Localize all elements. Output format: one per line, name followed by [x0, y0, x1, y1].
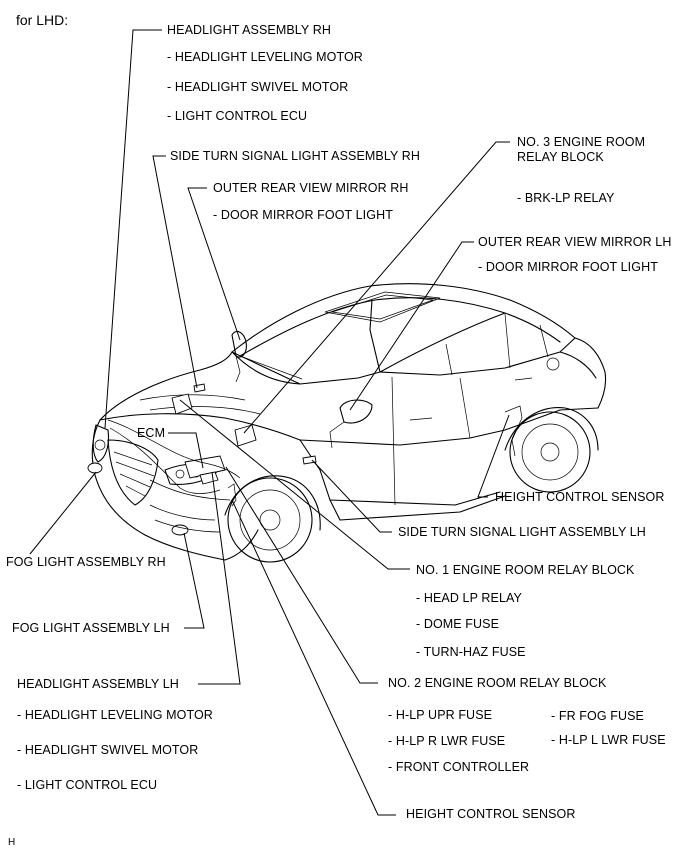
label-head-lp-relay: - HEAD LP RELAY	[416, 591, 522, 605]
label-h-lp-l-lwr-fuse: - H-LP L LWR FUSE	[551, 733, 666, 747]
label-brk-lp-relay: - BRK-LP RELAY	[517, 191, 615, 205]
label-no3-relay-block-line2: RELAY BLOCK	[517, 150, 604, 164]
label-outer-mirror-rh: OUTER REAR VIEW MIRROR RH	[213, 181, 409, 195]
label-headlight-assembly-lh: HEADLIGHT ASSEMBLY LH	[17, 677, 179, 691]
label-height-control-sensor-front: HEIGHT CONTROL SENSOR	[406, 807, 576, 821]
label-no1-relay-block: NO. 1 ENGINE ROOM RELAY BLOCK	[416, 563, 635, 577]
label-no3-relay-block-line1: NO. 3 ENGINE ROOM	[517, 135, 646, 149]
label-fog-light-rh: FOG LIGHT ASSEMBLY RH	[6, 555, 166, 569]
label-dome-fuse: - DOME FUSE	[416, 617, 500, 631]
label-mirror-rh-foot-light: - DOOR MIRROR FOOT LIGHT	[213, 208, 393, 222]
label-headlight-lh-light-control-ecu: - LIGHT CONTROL ECU	[17, 778, 158, 792]
label-mirror-lh-foot-light: - DOOR MIRROR FOOT LIGHT	[478, 260, 658, 274]
label-headlight-assembly-rh: HEADLIGHT ASSEMBLY RH	[167, 23, 331, 37]
label-front-controller: - FRONT CONTROLLER	[388, 760, 530, 774]
label-headlight-rh-swivel-motor: - HEADLIGHT SWIVEL MOTOR	[167, 80, 349, 94]
label-headlight-rh-leveling-motor: - HEADLIGHT LEVELING MOTOR	[167, 50, 363, 64]
leader-lines	[29, 29, 510, 816]
label-ecm: ECM	[137, 426, 166, 440]
label-side-turn-signal-rh: SIDE TURN SIGNAL LIGHT ASSEMBLY RH	[170, 149, 421, 163]
label-headlight-lh-leveling-motor: - HEADLIGHT LEVELING MOTOR	[17, 708, 213, 722]
label-no2-relay-block: NO. 2 ENGINE ROOM RELAY BLOCK	[388, 676, 607, 690]
label-outer-mirror-lh: OUTER REAR VIEW MIRROR LH	[478, 235, 672, 249]
label-height-control-sensor-rear: HEIGHT CONTROL SENSOR	[495, 490, 665, 504]
label-headlight-lh-swivel-motor: - HEADLIGHT SWIVEL MOTOR	[17, 743, 199, 757]
label-turn-haz-fuse: - TURN-HAZ FUSE	[416, 645, 526, 659]
label-h-lp-upr-fuse: - H-LP UPR FUSE	[388, 708, 493, 722]
page-title: for LHD:	[16, 12, 69, 28]
label-side-turn-signal-lh: SIDE TURN SIGNAL LIGHT ASSEMBLY LH	[398, 525, 646, 539]
label-h-lp-r-lwr-fuse: - H-LP R LWR FUSE	[388, 734, 506, 748]
label-fr-fog-fuse: - FR FOG FUSE	[551, 709, 644, 723]
label-headlight-rh-light-control-ecu: - LIGHT CONTROL ECU	[167, 109, 308, 123]
car-drawing	[87, 283, 607, 563]
label-fog-light-lh: FOG LIGHT ASSEMBLY LH	[12, 621, 170, 635]
figure-code: H	[8, 837, 16, 848]
